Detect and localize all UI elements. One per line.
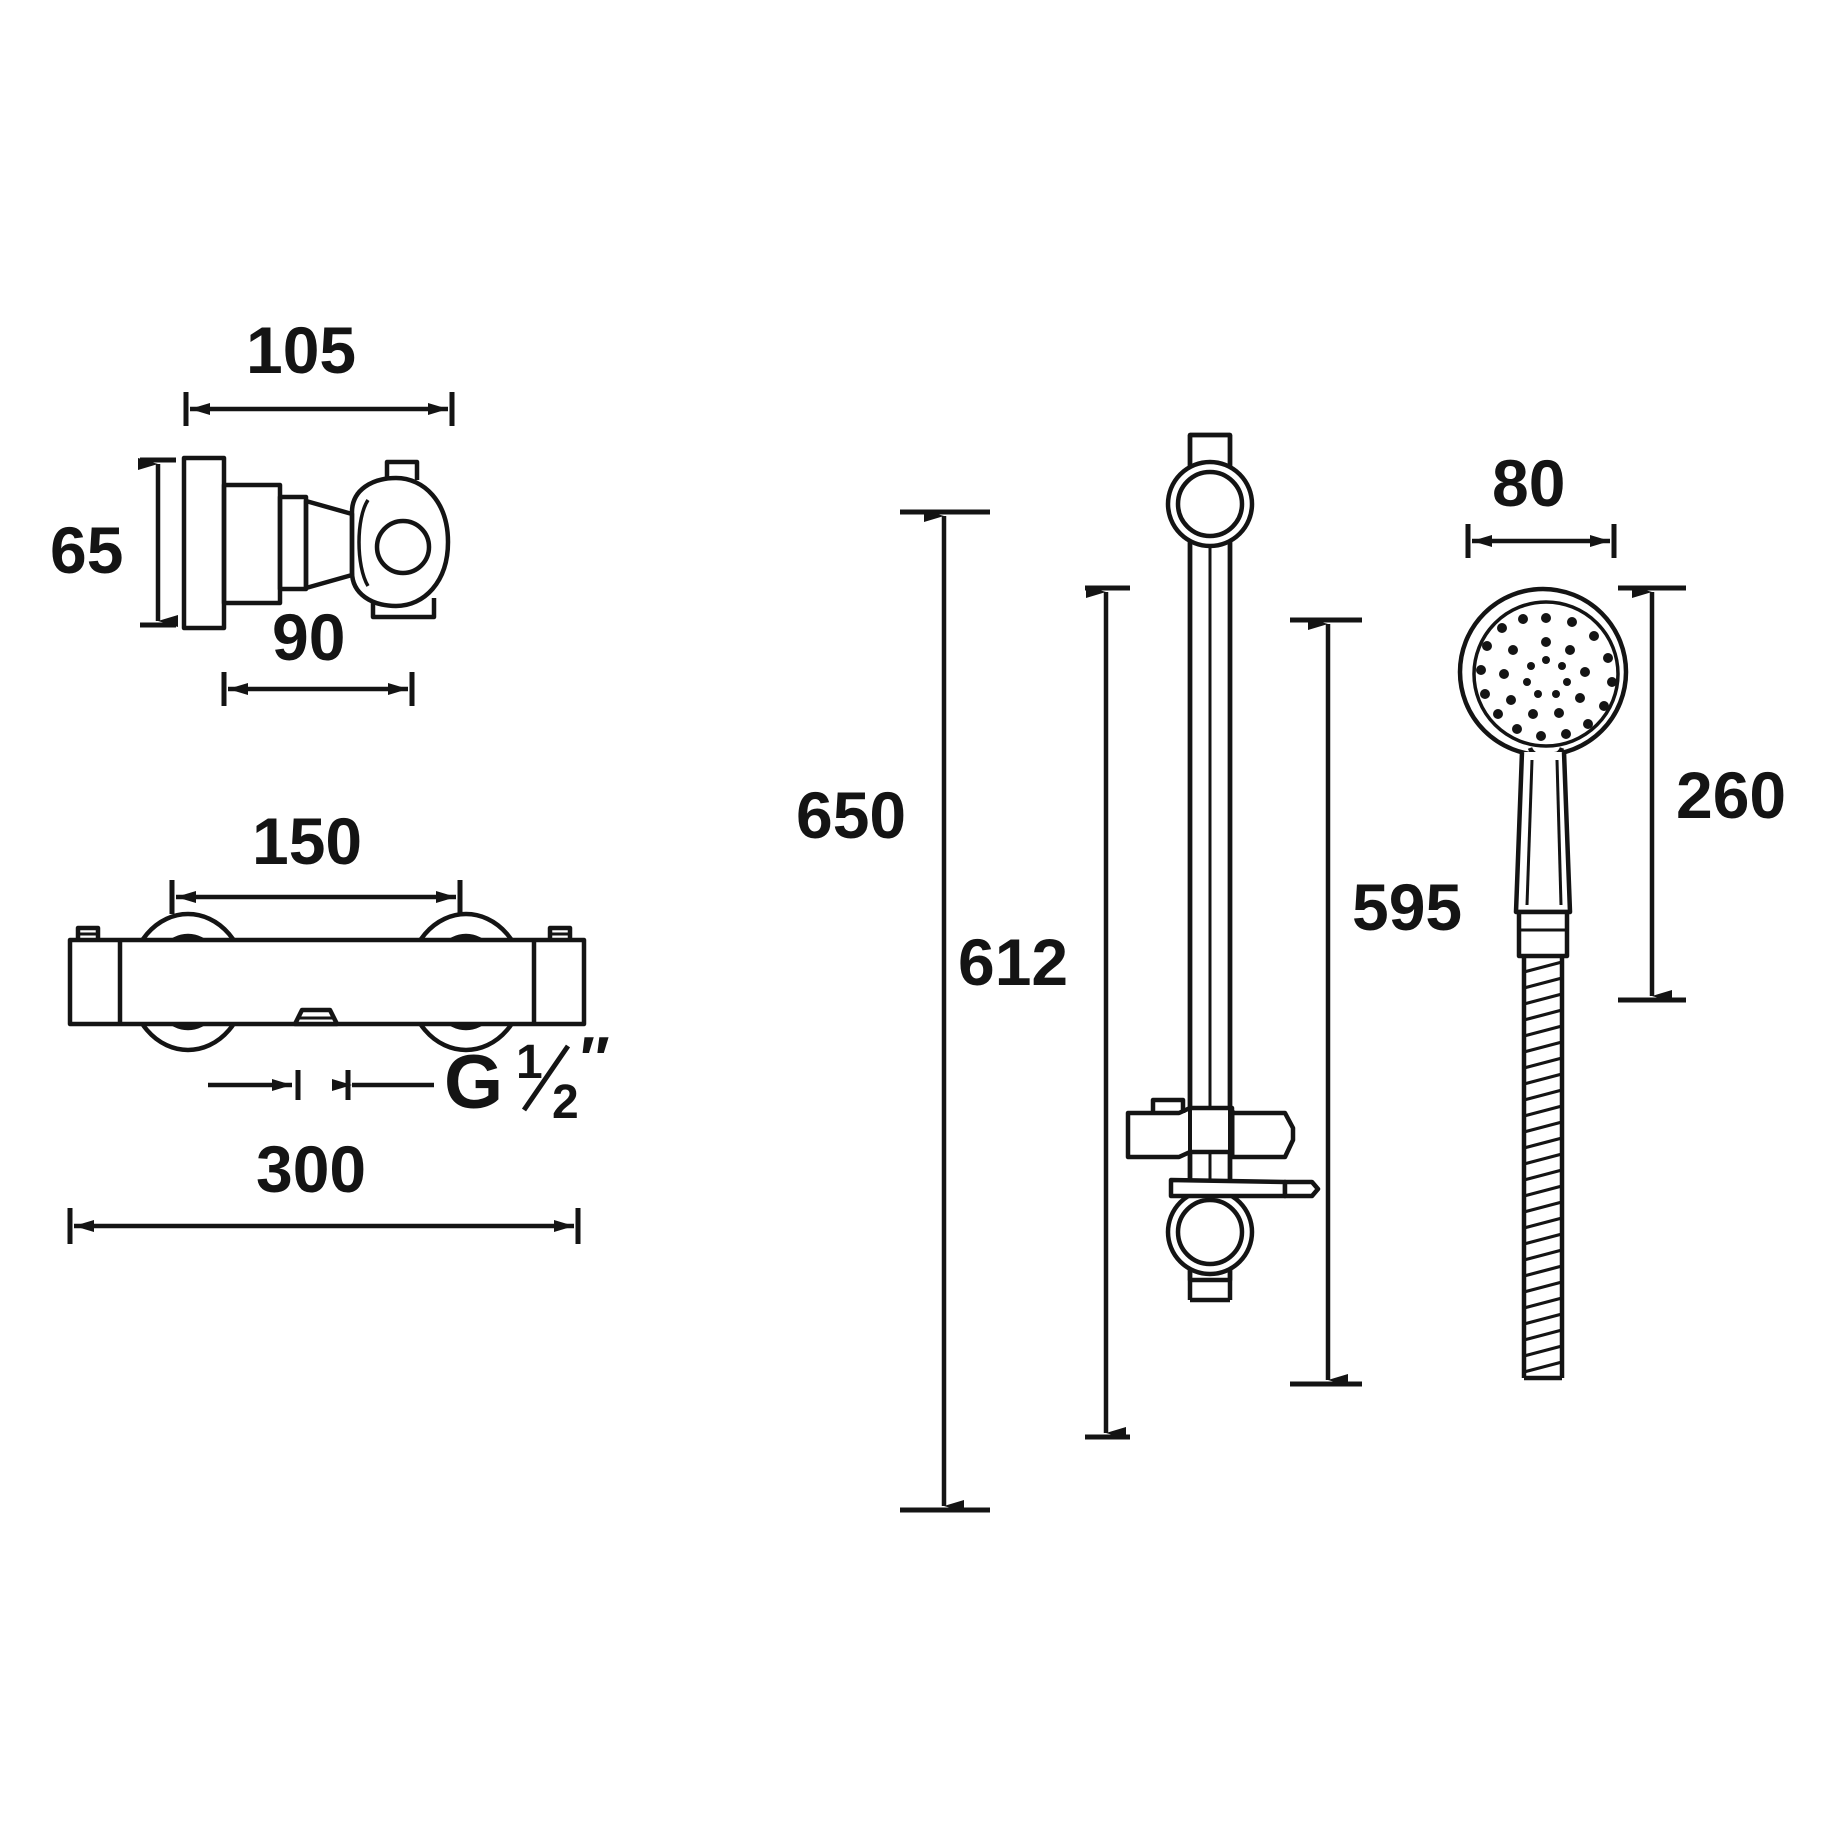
valve-knob-inner-arc [357, 499, 370, 587]
valve-side-view [181, 455, 451, 631]
g-half-fraction-bar [521, 1044, 571, 1112]
handset-handle-highlight-right [1555, 759, 1563, 906]
g-half-label: G [444, 1040, 503, 1125]
valve-bottom-foot [370, 598, 437, 620]
handset-handle-highlight-left [1525, 759, 1534, 906]
rail-bottom-bracket-inner [1175, 1197, 1245, 1267]
rail-hose-outlet [1282, 1179, 1321, 1199]
dim-150: 150 [169, 804, 463, 914]
dim-105: 105 [183, 313, 455, 426]
rail-tube-mid [1187, 542, 1233, 1196]
dim-g-half: G 1 2 ″ [208, 1025, 610, 1129]
valve-top-tab [384, 459, 420, 480]
rail-tube-through-slider [1188, 1108, 1232, 1152]
rail-tube-above-top [1187, 435, 1233, 466]
dim-90-label: 90 [272, 600, 345, 674]
dim-260: 260 [1618, 585, 1786, 1003]
dim-650: 650 [796, 509, 990, 1513]
dim-260-label: 260 [1676, 758, 1786, 832]
rail-slider-holder [1125, 1105, 1296, 1160]
handset-face-inner [1472, 600, 1620, 748]
g-half-denominator: 2 [552, 1076, 579, 1129]
dim-80-label: 80 [1492, 446, 1565, 520]
valve-screw-left [75, 925, 101, 940]
dim-612: 612 [958, 585, 1130, 1440]
dim-65-label: 65 [50, 513, 123, 587]
handset-view [1457, 586, 1629, 1381]
valve-front-view [67, 911, 587, 1053]
dim-90: 90 [221, 600, 415, 706]
dim-650-label: 650 [796, 778, 906, 852]
handset-spray-holes [1476, 613, 1617, 741]
g-half-inch-mark: ″ [580, 1025, 610, 1094]
g-half-numerator: 1 [516, 1036, 543, 1089]
dim-595-label: 595 [1352, 870, 1462, 944]
dim-150-label: 150 [252, 804, 362, 878]
dim-105-label: 105 [246, 313, 356, 387]
dim-300-label: 300 [256, 1132, 366, 1206]
valve-knob-centre [374, 518, 432, 576]
dim-595: 595 [1290, 617, 1462, 1387]
rail-slider-lever [1150, 1097, 1186, 1113]
dim-300: 300 [67, 1132, 581, 1244]
dim-612-label: 612 [958, 925, 1068, 999]
dim-65: 65 [50, 457, 178, 628]
slide-rail-view [1125, 432, 1321, 1303]
handset-hose-coils [1523, 960, 1563, 1374]
dim-80: 80 [1465, 446, 1617, 558]
rail-tube-below-bottom [1187, 1268, 1233, 1300]
handset-hose-nut [1516, 909, 1570, 959]
rail-top-bracket-inner [1175, 469, 1245, 539]
rail-bottom-wall-plate [1168, 1177, 1288, 1199]
valve-screw-right [547, 925, 573, 940]
